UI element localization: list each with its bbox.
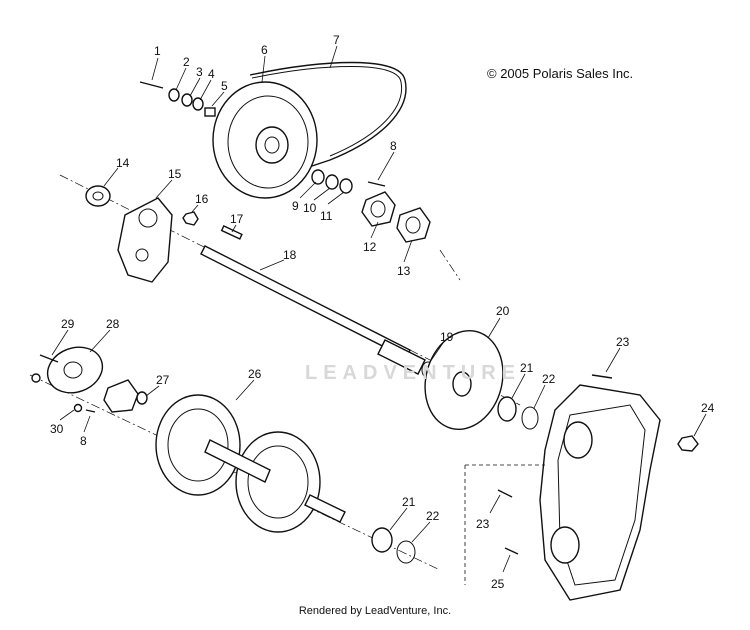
- bearing-flange-13-bore: [405, 216, 421, 234]
- callout-2: 2: [183, 55, 190, 69]
- callout-21-lower: 21: [402, 495, 416, 509]
- callout-24: 24: [701, 401, 715, 415]
- bolt-23-lower: [497, 489, 513, 498]
- flange-plate-28: [46, 346, 104, 394]
- bolt-25: [504, 547, 519, 555]
- leader-lines: [51, 45, 707, 573]
- callout-3: 3: [196, 65, 203, 79]
- callout-14: 14: [116, 156, 130, 170]
- callout-22: 22: [542, 372, 556, 386]
- callout-26: 26: [248, 367, 262, 381]
- callout-8-lower: 8: [80, 434, 87, 448]
- washer-3: [181, 93, 193, 107]
- sprocket-shaft-hub: [204, 439, 271, 483]
- sprocket-pulley-rim: [227, 95, 309, 189]
- bolt-8-lower: [85, 409, 96, 413]
- nut-24: [677, 435, 699, 452]
- chaincase-housing-inner: [557, 404, 646, 586]
- bearing-14: [85, 185, 111, 207]
- callout-27: 27: [156, 373, 170, 387]
- drive-sprocket-left: [155, 394, 241, 496]
- sprocket-pulley-bore: [264, 136, 280, 154]
- bearing-flange-12: [361, 191, 396, 227]
- bolt-8-top: [367, 181, 386, 187]
- callout-5: 5: [221, 79, 228, 93]
- callout-23-lower: 23: [476, 517, 490, 531]
- nut-5: [204, 107, 216, 117]
- callout-11: 11: [320, 209, 333, 223]
- nut-29: [31, 373, 41, 383]
- render-credit: Rendered by LeadVenture, Inc.: [298, 605, 452, 617]
- callout-22-lower: 22: [426, 509, 440, 523]
- bearing-flange-27-plate: [103, 379, 139, 413]
- callout-13: 13: [397, 264, 411, 278]
- drive-sprocket-left-ring: [167, 408, 229, 482]
- bracket-plate-15-upper-hole: [138, 208, 158, 228]
- drive-shaft-splines: [377, 339, 426, 375]
- bracket-plate-15: [117, 197, 173, 283]
- callout-labels: 1 2 3 4 5 6 7 8 9 10 11 12 13 14 15 16 1…: [50, 33, 715, 591]
- callout-28: 28: [106, 317, 120, 331]
- bolt-1: [139, 81, 164, 89]
- callout-20: 20: [496, 304, 510, 318]
- callout-30: 30: [50, 422, 64, 436]
- flange-plate-28-bore: [63, 361, 83, 379]
- bearing-27: [136, 391, 148, 405]
- callout-7: 7: [333, 33, 340, 47]
- chaincase-housing: [539, 384, 661, 601]
- bearing-21-upper: [497, 396, 517, 422]
- bearing-14-bore: [92, 191, 104, 201]
- chaincase-lower-boss: [550, 526, 580, 564]
- callout-6: 6: [261, 43, 268, 57]
- sprocket-pulley-hub: [255, 126, 289, 164]
- brake-disc-20-hub: [452, 371, 472, 397]
- bearing-flange-12-bore: [370, 200, 386, 218]
- track-drive-sprockets-26: [155, 394, 346, 533]
- bearing-21-lower: [371, 527, 393, 553]
- callout-15: 15: [168, 167, 182, 181]
- washer-10: [325, 174, 339, 190]
- callout-16: 16: [195, 192, 209, 206]
- callout-12: 12: [363, 240, 377, 254]
- seal-22-lower: [396, 540, 416, 564]
- callout-1: 1: [154, 44, 161, 58]
- bolt-23-upper: [591, 374, 613, 379]
- sprocket-shaft-splined-end: [304, 494, 346, 523]
- drive-sprocket-right-ring: [247, 445, 309, 519]
- callout-8: 8: [390, 139, 397, 153]
- key-17: [220, 225, 243, 240]
- nut-16: [182, 211, 199, 226]
- washer-4: [192, 97, 204, 111]
- callout-9: 9: [292, 199, 299, 213]
- callout-10: 10: [303, 201, 317, 215]
- washer-11: [339, 178, 353, 194]
- seal-22-upper: [521, 406, 539, 430]
- callout-18: 18: [283, 248, 297, 262]
- callout-19: 19: [440, 330, 454, 344]
- drive-belt-inner: [251, 66, 403, 157]
- drive-shaft-18: [200, 245, 411, 359]
- washer-9: [311, 169, 325, 185]
- bracket-plate-15-lower-hole: [135, 248, 149, 262]
- washer-2: [168, 88, 180, 102]
- callout-21: 21: [520, 361, 534, 375]
- callout-4: 4: [208, 67, 215, 81]
- bearing-axis: [439, 249, 461, 281]
- callout-23: 23: [616, 335, 630, 349]
- drive-sprocket-right: [235, 431, 321, 533]
- watermark: LEADVENTURE: [305, 362, 522, 384]
- callout-29: 29: [61, 317, 75, 331]
- bearing-flange-13: [396, 207, 431, 243]
- callout-17: 17: [230, 212, 244, 226]
- bolt-29: [39, 354, 59, 363]
- callout-25: 25: [491, 577, 505, 591]
- washer-30: [73, 403, 83, 413]
- chaincase-upper-boss: [563, 421, 593, 459]
- copyright-notice: © 2005 Polaris Sales Inc.: [487, 66, 634, 81]
